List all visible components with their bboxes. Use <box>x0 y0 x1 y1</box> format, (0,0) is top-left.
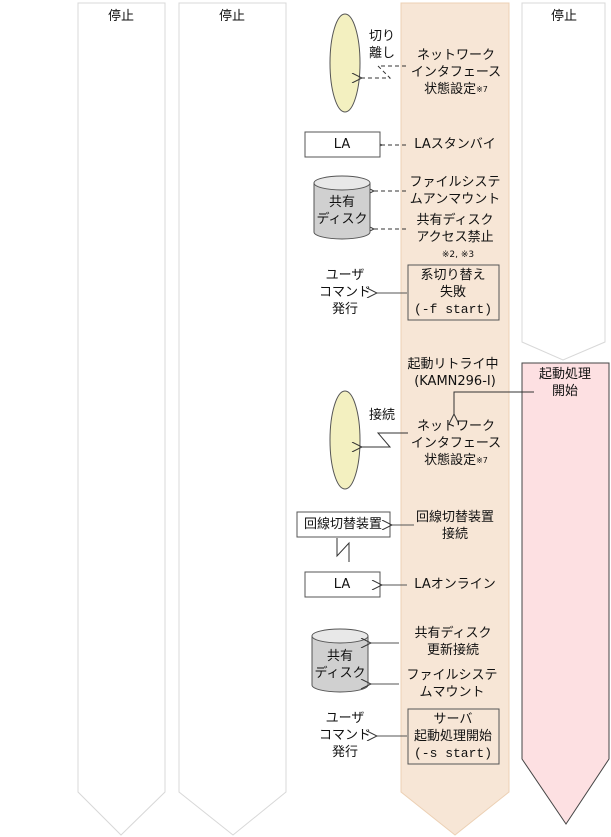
retry-label: 起動リトライ中 <box>407 357 499 372</box>
pink-column-label: 起動処理 開始 <box>538 367 592 399</box>
arrow-nic-lower <box>362 432 408 447</box>
server-start-label: サーバ 起動処理開始 <box>413 712 493 744</box>
la-box-lower-label: LA <box>333 577 351 592</box>
connect-label: 接続 <box>368 408 396 423</box>
shared-disk-upper <box>313 175 371 240</box>
la-standby-label: LAスタンバイ <box>414 137 496 152</box>
column-4-label: 停止 <box>550 9 578 24</box>
nic-state-upper: ネットワーク インタフェース 状態設定※7 <box>411 47 501 98</box>
la-box-upper-label: LA <box>333 137 351 152</box>
nic-note-upper: ※7 <box>476 85 488 94</box>
la-box-lower <box>304 571 381 598</box>
column-2-label: 停止 <box>218 9 246 24</box>
user-cmd-upper: ユーザ コマンド 発行 <box>318 268 372 317</box>
disk-deny-label: 共有ディスク アクセス禁止 <box>416 213 494 245</box>
la-online-label: LAオンライン <box>414 577 496 592</box>
column-1-label: 停止 <box>107 9 135 24</box>
failover-fail-box[interactable] <box>407 264 500 321</box>
nic-state-lower-text: ネットワーク インタフェース 状態設定 <box>410 419 502 468</box>
disk-deny-note: ※2, ※3 <box>441 250 475 260</box>
fs-mount-label: ファイルシステ ムマウント <box>406 668 498 700</box>
column-4-pink-band <box>521 362 610 825</box>
arrow-nic-upper <box>362 65 406 78</box>
server-cmd: (-s start) <box>413 746 493 761</box>
disk-lower-label: 共有 ディスク <box>314 649 366 681</box>
column-2 <box>178 2 287 836</box>
retry-code: (KAMN296-I) <box>414 374 496 389</box>
network-ellipse-upper <box>329 13 361 113</box>
disconnect-label: 切り 離し <box>368 29 396 61</box>
arrow-pink-to-nic <box>454 391 534 414</box>
nic-state-upper-text: ネットワーク インタフェース 状態設定 <box>410 48 502 97</box>
user-cmd-lower: ユーザ コマンド 発行 <box>318 711 372 760</box>
shared-disk-lower <box>311 628 369 693</box>
fs-unmount-label: ファイルシステ ムアンマウント <box>409 175 501 207</box>
nic-state-lower: ネットワーク インタフェース 状態設定※7 <box>411 418 501 469</box>
switch-la-line <box>336 538 350 562</box>
switch-connect-label: 回線切替装置 接続 <box>415 510 495 542</box>
failover-cmd: (-f start) <box>413 302 493 317</box>
disk-upper-label: 共有 ディスク <box>316 195 368 227</box>
column-1 <box>77 2 166 836</box>
failover-fail-label: 系切り替え 失敗 <box>420 268 486 300</box>
nic-note-lower: ※7 <box>476 456 488 465</box>
column-4 <box>521 2 606 361</box>
la-box-upper <box>304 131 381 158</box>
disk-update-label: 共有ディスク 更新接続 <box>414 626 492 658</box>
server-start-box[interactable] <box>407 708 500 765</box>
network-ellipse-lower <box>329 390 361 490</box>
switch-box-label: 回線切替装置 <box>303 517 383 532</box>
